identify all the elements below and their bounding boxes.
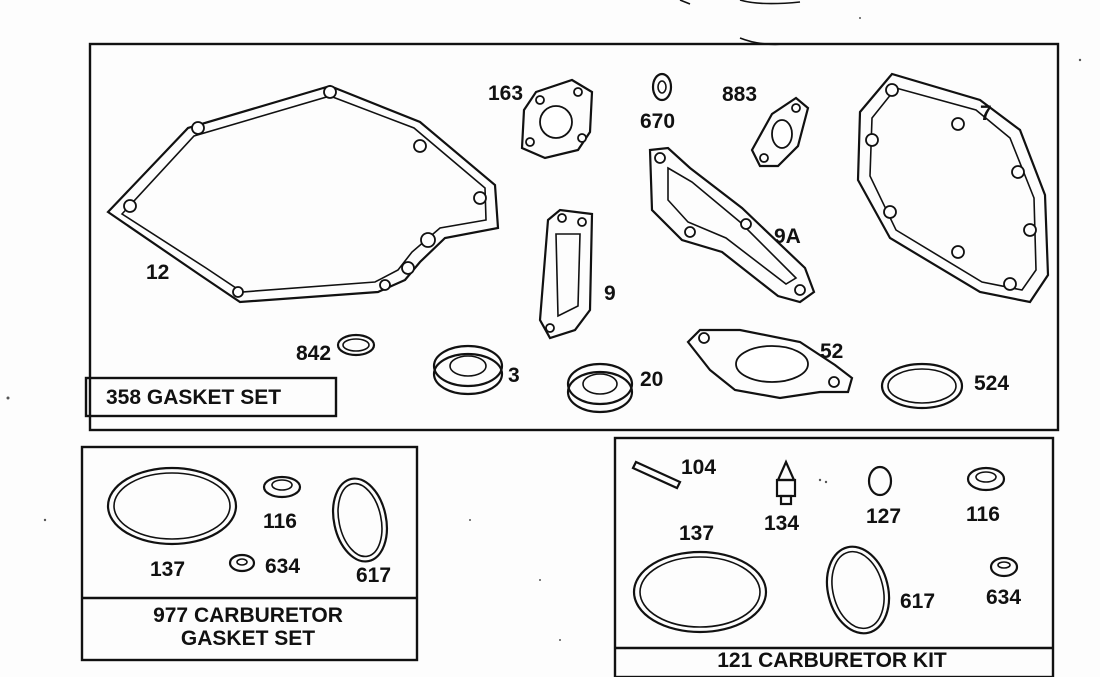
kit-part-617-ring [825, 545, 891, 635]
label-7: 7 [980, 102, 992, 125]
kit-part-137-ring [632, 550, 768, 634]
part-9a-gasket [648, 146, 816, 304]
gasket-set-border [88, 42, 1060, 432]
carb-label-617: 617 [356, 564, 391, 587]
part-20-oil-seal [566, 362, 634, 414]
kit-label-104: 104 [681, 456, 716, 479]
label-524: 524 [974, 372, 1009, 395]
carb-part-617-ring [332, 477, 388, 563]
carb-part-116-washer [262, 475, 302, 499]
carb-label-116: 116 [263, 510, 297, 533]
kit-label-116: 116 [966, 503, 1000, 526]
carb-label-634: 634 [265, 555, 300, 578]
part-163-gasket [520, 78, 594, 160]
kit-label-634: 634 [986, 586, 1021, 609]
kit-label-134: 134 [764, 512, 799, 535]
part-12-crankcase-gasket [106, 84, 500, 304]
kit-part-634-washer [989, 556, 1019, 578]
carb-gasket-set-title-line2: GASKET SET [181, 627, 315, 650]
carb-kit-title: 121 CARBURETOR KIT [717, 649, 947, 672]
kit-part-134-needle [775, 459, 797, 506]
carb-gasket-set-title-line1: 977 CARBURETOR [153, 604, 343, 627]
part-7-head-gasket [856, 72, 1050, 304]
label-20: 20 [640, 368, 663, 391]
part-9-gasket [538, 208, 594, 340]
label-12: 12 [146, 261, 169, 284]
gasket-set-title: 358 GASKET SET [106, 386, 281, 409]
kit-label-137: 137 [679, 522, 714, 545]
label-9a: 9A [774, 225, 801, 248]
label-9: 9 [604, 282, 616, 305]
label-670: 670 [640, 110, 675, 133]
label-3: 3 [508, 364, 520, 387]
part-670-washer [651, 72, 673, 102]
part-524-o-ring [880, 362, 964, 410]
top-scribble-2 [679, 0, 801, 5]
label-52: 52 [820, 340, 843, 363]
scan-speckles [6, 17, 1082, 641]
carb-gasket-set-border [80, 445, 419, 662]
kit-label-127: 127 [866, 505, 901, 528]
label-883: 883 [722, 83, 757, 106]
part-883-gasket [750, 96, 810, 168]
carb-kit-panel: 121 CARBURETOR KIT [613, 436, 1055, 677]
gasket-set-title-box [84, 376, 338, 418]
carb-gasket-set-panel: 977 CARBURETOR GASKET SET [80, 445, 419, 662]
carb-part-137-ring [106, 466, 238, 546]
kit-part-116-washer [966, 466, 1006, 492]
label-842: 842 [296, 342, 331, 365]
carb-label-137: 137 [150, 558, 185, 581]
part-3-oil-seal [432, 344, 504, 396]
label-163: 163 [488, 82, 523, 105]
carb-part-634-washer [228, 553, 256, 573]
part-52-gasket [686, 328, 854, 400]
kit-part-104-pin [631, 460, 682, 490]
part-842-o-ring [336, 333, 376, 357]
carb-kit-border [613, 436, 1055, 677]
kit-part-127-plug [867, 465, 893, 497]
kit-label-617: 617 [900, 590, 935, 613]
gasket-set-panel: 358 GASKET SET [84, 42, 1060, 432]
